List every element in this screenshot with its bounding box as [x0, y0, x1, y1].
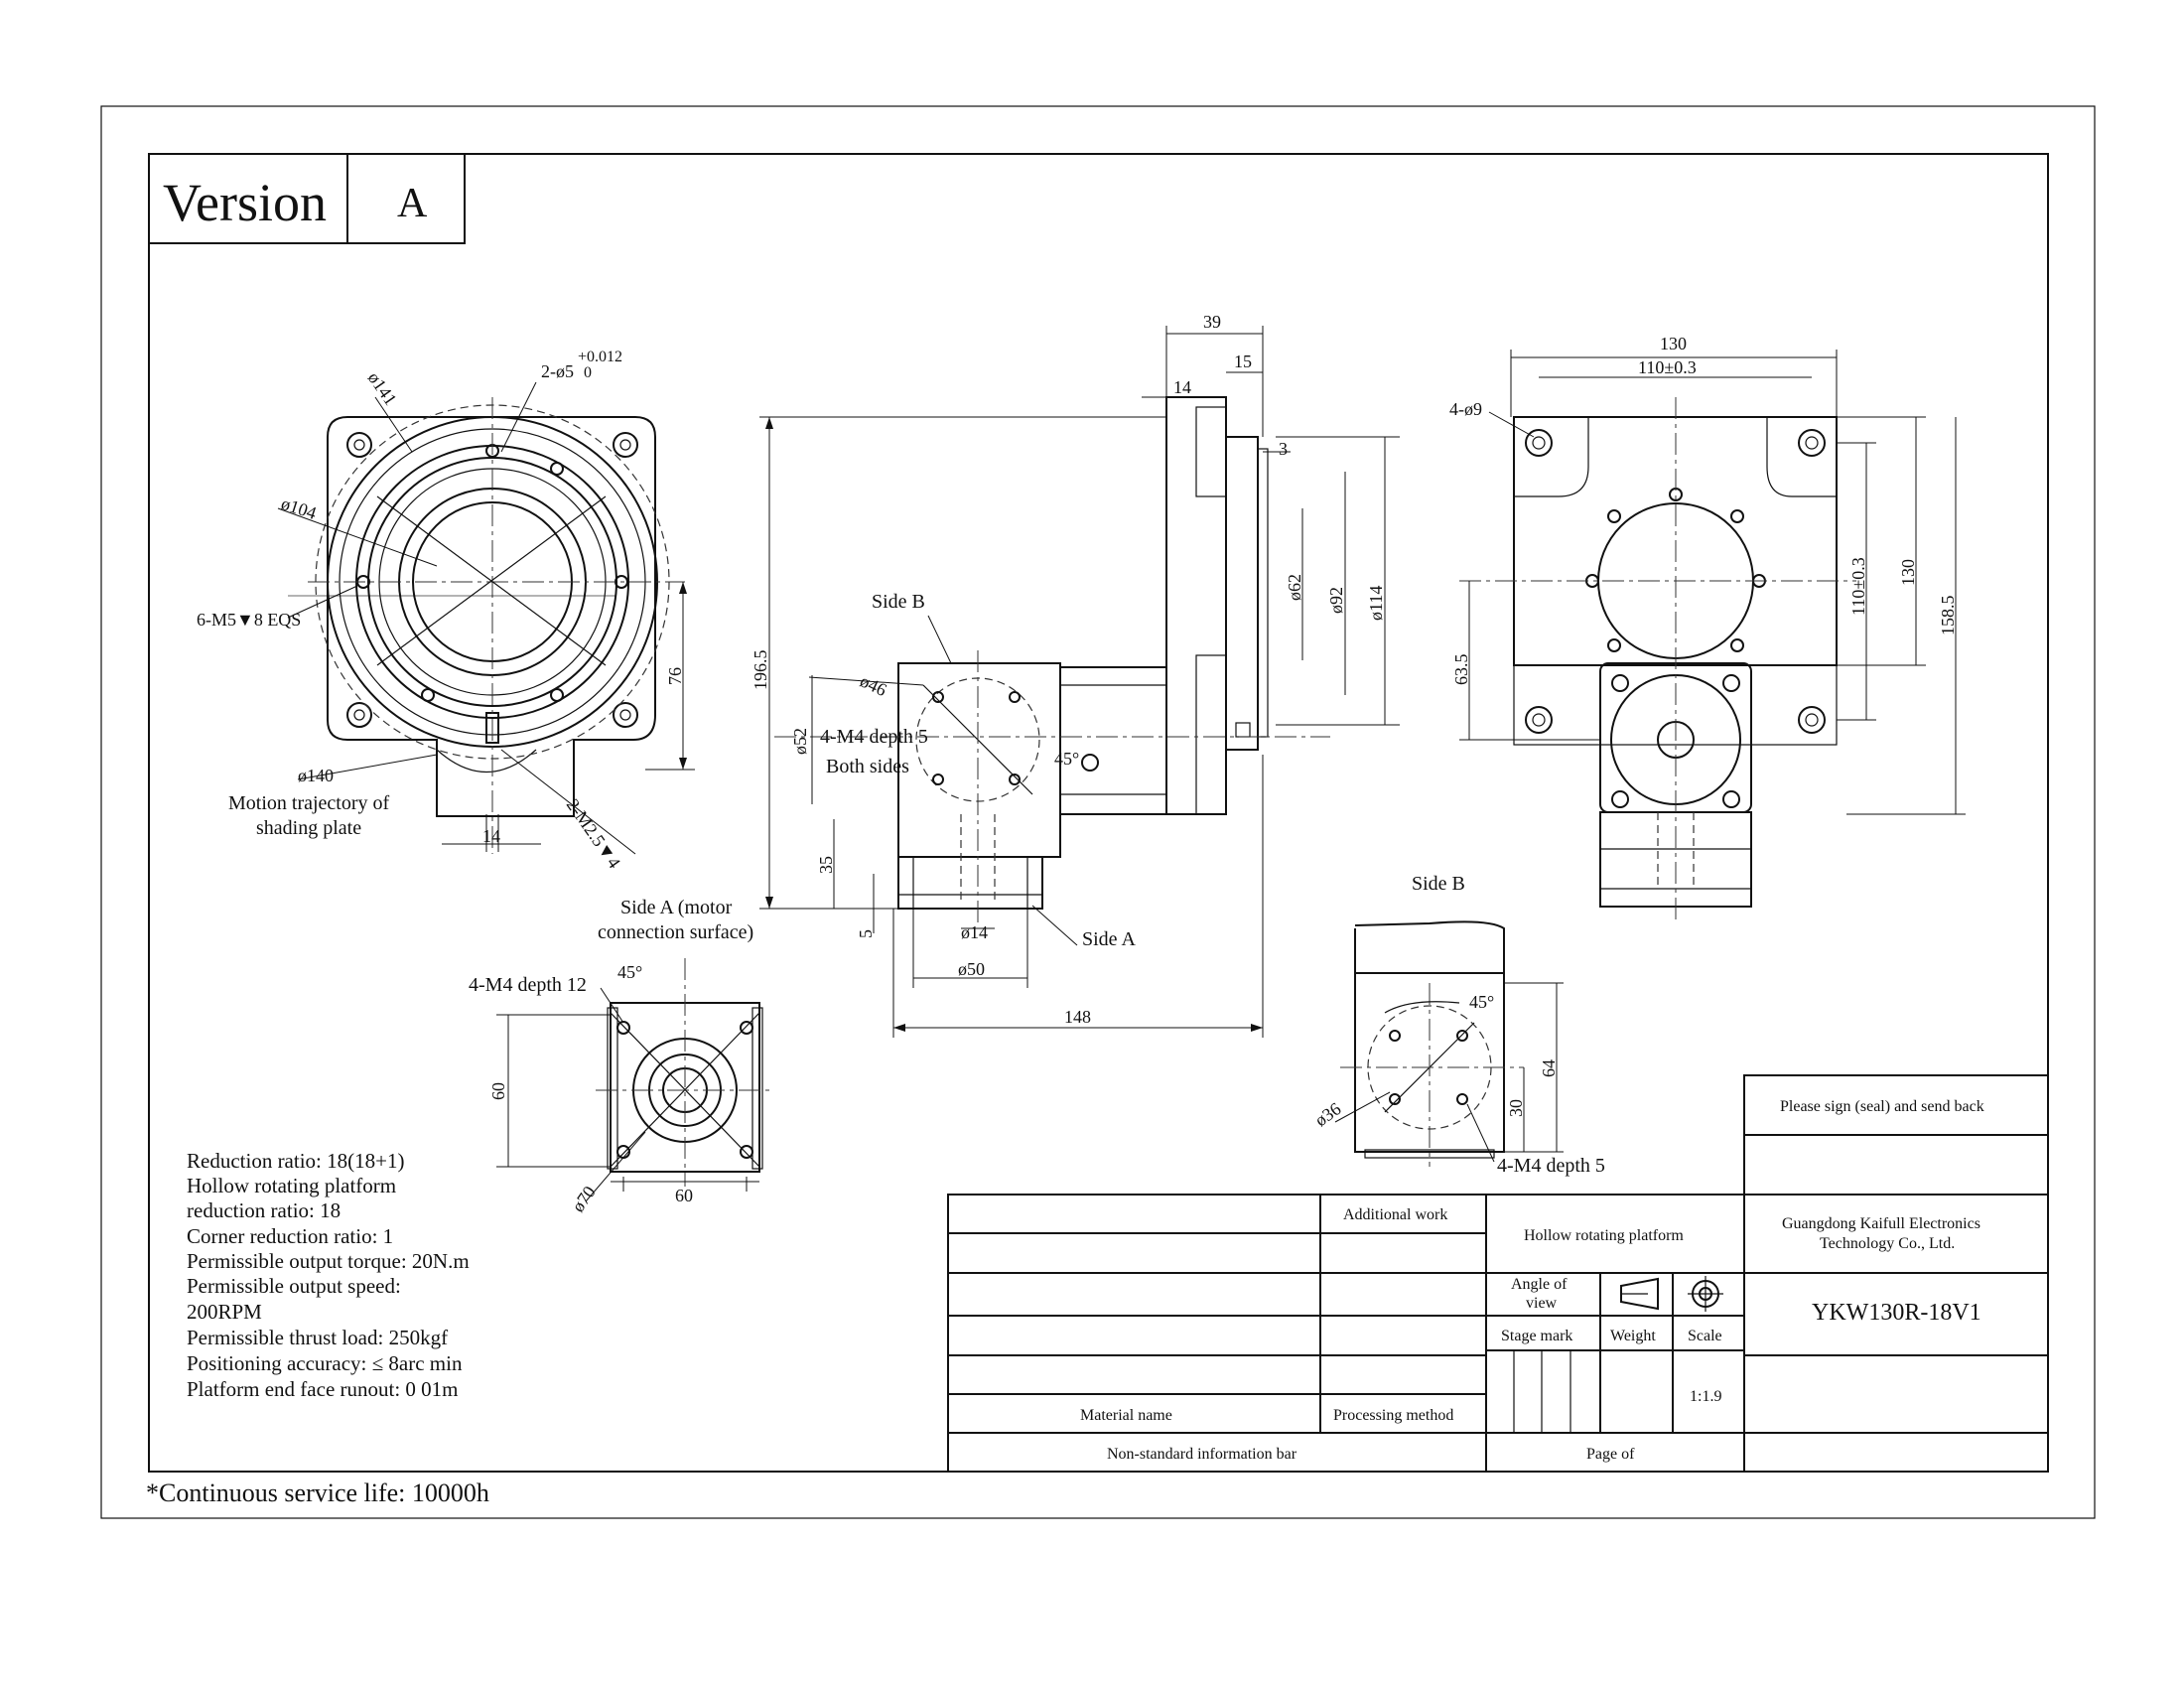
dia-92: ø92 — [1326, 587, 1346, 614]
spec-line: Permissible output speed: — [187, 1274, 401, 1298]
dim-130-vert: 130 — [1898, 559, 1918, 586]
spec-line: reduction ratio: 18 — [187, 1198, 341, 1222]
dia-46: ø46 — [857, 670, 889, 700]
dia-62: ø62 — [1285, 574, 1304, 601]
dim-5: 5 — [856, 929, 876, 938]
dim-130-top: 130 — [1660, 334, 1687, 353]
model-number: YKW130R-18V1 — [1812, 1300, 1981, 1326]
spec-line: Permissible thrust load: 250kgf — [187, 1326, 448, 1349]
dia-104: ø104 — [279, 493, 319, 523]
company-line2: Technology Co., Ltd. — [1820, 1235, 1955, 1252]
m4-depth5-b: 4-M4 depth 5 — [1497, 1155, 1605, 1177]
dia-140: ø140 — [298, 766, 334, 785]
non-standard-bar: Non-standard information bar — [1107, 1446, 1297, 1463]
title-block: Please sign (seal) and send back Additio… — [947, 1074, 2049, 1473]
dia-14: ø14 — [961, 922, 988, 942]
side-a-view: Side A (motor connection surface) 4-M4 d… — [469, 897, 774, 1215]
additional-work: Additional work — [1343, 1206, 1447, 1223]
dim-14-side: 14 — [1173, 377, 1191, 397]
dim-60-horiz-a: 60 — [675, 1186, 693, 1205]
dim-110-top: 110±0.3 — [1638, 357, 1697, 377]
dia-52: ø52 — [790, 728, 810, 755]
trajectory-line2: shading plate — [256, 817, 361, 839]
angle-45-a: 45° — [617, 962, 642, 982]
dim-76-label: 76 — [665, 667, 685, 685]
material-name: Material name — [1080, 1407, 1172, 1424]
projection-circle-icon — [1688, 1276, 1723, 1312]
angle-45-side: 45° — [1054, 749, 1079, 769]
pin-tol-upper: +0.012 — [578, 349, 622, 365]
weight-label: Weight — [1610, 1328, 1656, 1344]
trajectory-line1: Motion trajectory of — [228, 792, 390, 814]
footer-note: *Continuous service life: 10000h — [146, 1478, 489, 1507]
dim-110-vert: 110±0.3 — [1848, 557, 1868, 616]
dim-64: 64 — [1539, 1059, 1559, 1077]
dim-15: 15 — [1234, 352, 1252, 371]
version-value: A — [397, 181, 428, 226]
angle-view-2: view — [1526, 1295, 1558, 1312]
side-a-title-1: Side A (motor — [620, 897, 733, 918]
spec-line: Platform end face runout: 0 01m — [187, 1377, 459, 1401]
dia-114: ø114 — [1366, 586, 1386, 621]
side-b-view: Side B 45° 64 30 ø36 4-M4 depth 5 — [1311, 873, 1605, 1177]
scale-value: 1:1.9 — [1690, 1388, 1721, 1405]
dia-50: ø50 — [958, 959, 985, 979]
dia-141: ø141 — [364, 368, 401, 409]
dim-30: 30 — [1506, 1099, 1526, 1117]
sign-note: Please sign (seal) and send back — [1780, 1098, 1984, 1115]
dim-14-front: 14 — [482, 826, 500, 846]
side-b-label: Side B — [872, 591, 925, 613]
spec-list: Reduction ratio: 18(18+1) Hollow rotatin… — [187, 1149, 470, 1401]
m4-depth5: 4-M4 depth 5 — [820, 726, 928, 748]
spec-line: Permissible output torque: 20N.m — [187, 1249, 470, 1273]
dim-35: 35 — [816, 856, 836, 874]
dim-63-5: 63.5 — [1451, 654, 1471, 686]
projection-cone-icon — [1620, 1277, 1659, 1311]
dia-70: ø70 — [568, 1183, 600, 1216]
dia-36: ø36 — [1311, 1098, 1345, 1130]
tapped-holes: 6-M5▼8 EQS — [197, 610, 301, 630]
holes-4-9: 4-ø9 — [1449, 399, 1482, 419]
m2-holes: 2-M2.5▼4 — [563, 795, 624, 872]
dim-158-5: 158.5 — [1938, 596, 1958, 636]
product-name: Hollow rotating platform — [1524, 1227, 1684, 1244]
side-b-title: Side B — [1412, 873, 1465, 895]
both-sides: Both sides — [826, 756, 909, 777]
outer-frame — [100, 105, 2096, 1519]
angle-45-b: 45° — [1469, 992, 1494, 1012]
front-view: 76 14 ø141 2-ø5 +0.012 0 ø104 6-M5▼8 EQS… — [197, 349, 695, 872]
version-label: Version — [163, 173, 327, 232]
angle-view-1: Angle of — [1511, 1276, 1568, 1293]
side-a-label: Side A — [1082, 928, 1136, 950]
spec-line: Positioning accuracy: ≤ 8arc min — [187, 1351, 463, 1375]
dim-39: 39 — [1203, 312, 1221, 332]
stage-mark: Stage mark — [1501, 1328, 1572, 1344]
page-of: Page of — [1586, 1446, 1635, 1463]
pin-tol-lower: 0 — [584, 364, 592, 381]
spec-line: Hollow rotating platform — [187, 1174, 396, 1197]
side-a-title-2: connection surface) — [598, 921, 753, 943]
spec-line: Corner reduction ratio: 1 — [187, 1224, 393, 1248]
dim-196-5: 196.5 — [751, 650, 770, 691]
spec-line: 200RPM — [187, 1300, 262, 1324]
m4-depth12: 4-M4 depth 12 — [469, 974, 587, 996]
company-line1: Guangdong Kaifull Electronics — [1782, 1215, 1980, 1232]
top-view: 130 110±0.3 4-ø9 110±0.3 130 158.5 63.5 — [1449, 334, 1966, 923]
spec-line: Reduction ratio: 18(18+1) — [187, 1149, 404, 1173]
pin-holes: 2-ø5 — [541, 361, 574, 381]
dim-148: 148 — [1064, 1007, 1091, 1027]
version-box: Version A — [148, 153, 466, 244]
processing-method: Processing method — [1333, 1407, 1453, 1424]
side-view: 196.5 39 14 15 3 ø62 ø92 ø114 Side B ø46… — [751, 312, 1400, 1038]
dim-3: 3 — [1279, 439, 1288, 459]
dim-60-vert-a: 60 — [488, 1082, 508, 1100]
scale-label: Scale — [1688, 1328, 1722, 1344]
